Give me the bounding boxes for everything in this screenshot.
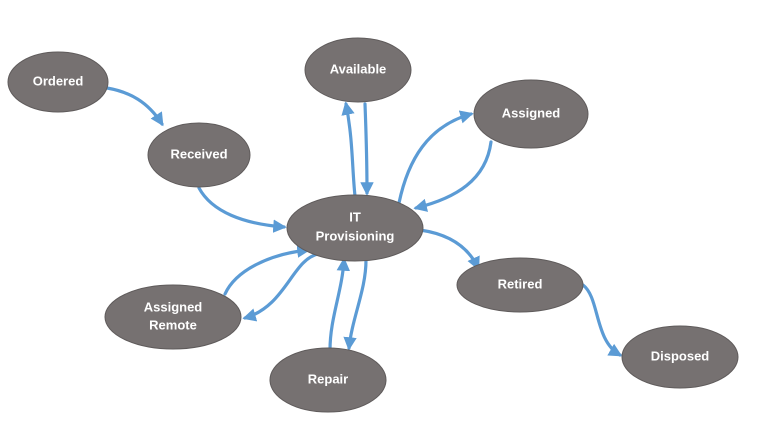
node-assigned-remote-label-line1: Assigned xyxy=(144,299,203,314)
edge-it-provisioning-to-assigned xyxy=(397,110,474,205)
node-disposed-label: Disposed xyxy=(651,348,710,363)
edge-available-to-it-provisioning xyxy=(360,102,374,196)
node-assigned: Assigned xyxy=(473,79,589,149)
edge-retired-to-disposed xyxy=(581,283,623,357)
edge-received-to-it-provisioning xyxy=(197,186,287,233)
node-assigned-remote-label-line2: Remote xyxy=(149,317,197,332)
node-it-provisioning-label-line1: IT xyxy=(349,209,361,224)
node-available-label: Available xyxy=(330,61,387,76)
node-it-provisioning-label-line2: Provisioning xyxy=(316,228,395,243)
edge-assigned-to-it-provisioning xyxy=(413,140,493,212)
edges xyxy=(105,86,623,357)
node-disposed: Disposed xyxy=(621,325,739,389)
node-assigned-remote: Assigned Remote xyxy=(104,284,242,350)
node-received-label: Received xyxy=(170,146,227,161)
edge-ordered-to-received xyxy=(105,86,164,127)
node-available: Available xyxy=(304,37,412,103)
node-ordered: Ordered xyxy=(7,51,109,113)
edge-it-provisioning-to-retired xyxy=(418,228,480,271)
node-ordered-label: Ordered xyxy=(33,73,84,88)
edge-assigned-remote-to-it-provisioning xyxy=(223,244,311,296)
node-retired-label: Retired xyxy=(498,276,543,291)
node-repair: Repair xyxy=(269,347,387,413)
node-assigned-label: Assigned xyxy=(502,105,561,120)
edge-it-provisioning-to-repair xyxy=(343,258,368,351)
edge-repair-to-it-provisioning xyxy=(328,257,351,352)
node-retired: Retired xyxy=(456,257,584,313)
node-repair-label: Repair xyxy=(308,371,348,386)
node-received: Received xyxy=(147,122,251,188)
node-it-provisioning: IT Provisioning xyxy=(286,194,424,262)
edge-it-provisioning-to-available xyxy=(341,101,357,198)
